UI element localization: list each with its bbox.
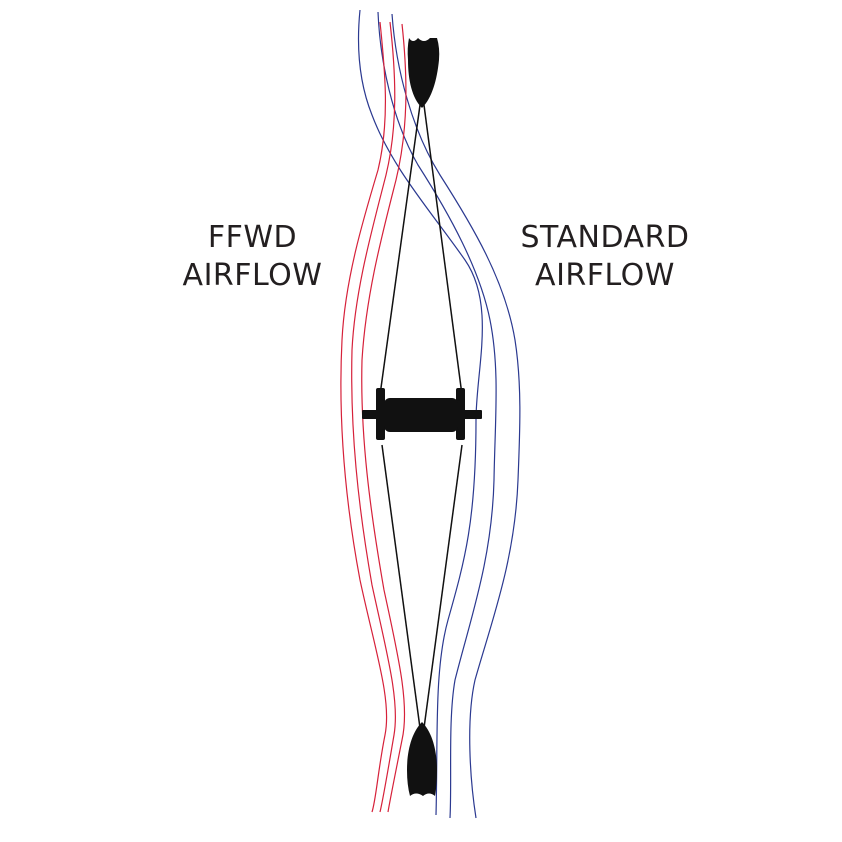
- standard-flow-line-1: [357, 9, 483, 816]
- ffwd-label-line-2: AIRFLOW: [182, 258, 323, 293]
- standard-airflow-label: STANDARD AIRFLOW: [515, 219, 695, 295]
- top-rim-icon: [407, 38, 440, 108]
- standard-flow-line-3: [391, 13, 521, 819]
- bottom-rim-icon: [407, 722, 437, 796]
- hub-shell: [384, 398, 458, 432]
- standard-label-line-2: AIRFLOW: [535, 258, 675, 293]
- spoke: [423, 444, 463, 729]
- hub-icon: [362, 388, 482, 440]
- wheel-spokes: [379, 104, 463, 729]
- ffwd-airflow-label: FFWD AIRFLOW: [170, 219, 335, 295]
- ffwd-label-line-1: FFWD: [207, 220, 298, 255]
- standard-flow-line-2: [377, 11, 497, 819]
- spoke: [379, 104, 421, 396]
- standard-airflow-lines: [357, 9, 521, 819]
- ffwd-flow-line-1: [340, 21, 388, 813]
- standard-label-line-1: STANDARD: [520, 220, 690, 255]
- ffwd-flow-line-2: [351, 21, 397, 813]
- ffwd-airflow-lines: [340, 21, 407, 813]
- spoke: [423, 104, 463, 396]
- ffwd-flow-line-3: [361, 23, 407, 813]
- spoke: [381, 444, 421, 729]
